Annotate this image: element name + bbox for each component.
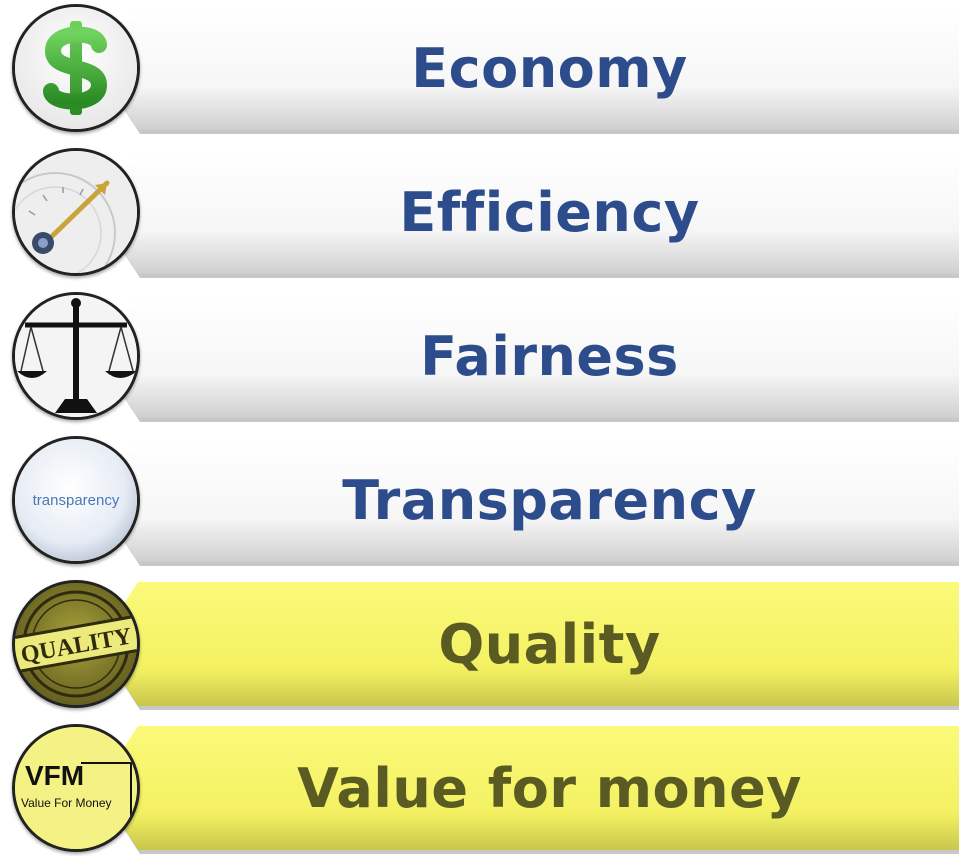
item-fairness: Fairness <box>0 288 959 424</box>
item-label: Quality <box>438 612 661 676</box>
item-value-for-money: Value for money VFM Value For Money <box>0 720 959 856</box>
item-label: Value for money <box>297 756 802 820</box>
band <box>98 6 959 130</box>
vfm-text: VFM <box>25 760 84 791</box>
band <box>98 294 959 418</box>
magnifier-text: transparency <box>33 492 120 509</box>
band <box>98 150 959 274</box>
band <box>98 726 959 850</box>
dollar-icon <box>12 4 140 132</box>
band <box>98 582 959 706</box>
scales-icon <box>12 292 140 420</box>
magnifier-icon: transparency <box>12 436 140 564</box>
band <box>98 438 959 562</box>
item-economy: Economy <box>0 0 959 136</box>
efficiency-gauge-icon <box>12 148 140 276</box>
item-label: Transparency <box>342 468 757 532</box>
item-label: Fairness <box>420 324 679 388</box>
item-transparency: Transparency transparency <box>0 432 959 568</box>
vfm-subtext: Value For Money <box>21 796 112 810</box>
item-efficiency: Efficiency <box>0 144 959 280</box>
item-label: Efficiency <box>399 180 700 244</box>
quality-stamp-icon: QUALITY <box>12 580 140 708</box>
item-label: Economy <box>411 36 688 100</box>
vfm-icon: VFM Value For Money <box>12 724 140 852</box>
item-quality: Quality QUALITY <box>0 576 959 712</box>
